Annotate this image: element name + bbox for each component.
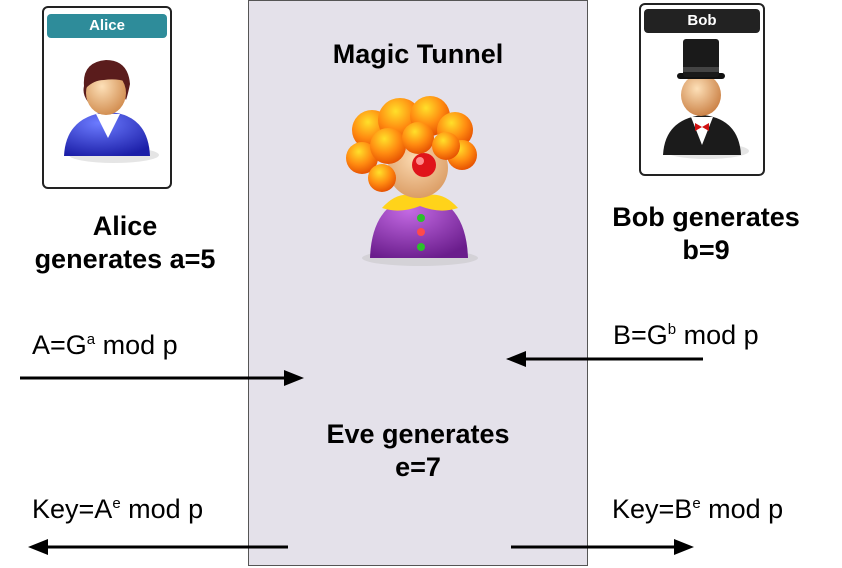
bob-public-formula: B=Gb mod p <box>613 320 759 350</box>
bob-caption-line2: b=9 <box>682 235 730 265</box>
woman-user-icon <box>64 60 159 163</box>
bob-caption: Bob generates b=9 <box>590 201 822 267</box>
tunnel-title: Magic Tunnel <box>332 39 504 69</box>
alice-public-formula: A=Ga mod p <box>32 330 178 360</box>
eve-caption: Eve generates e=7 <box>248 418 588 484</box>
bob-caption-line1: Bob generates <box>612 202 800 232</box>
eve-caption-line1: Eve generates <box>326 419 510 449</box>
alice-key-formula: Key=Ae mod p <box>32 494 204 524</box>
bob-card-label: Bob <box>644 9 760 33</box>
alice-card: Alice <box>42 6 172 189</box>
alice-caption: Alice generates a=5 <box>0 210 250 276</box>
bob-key-formula: Key=Be mod p <box>612 494 784 524</box>
top-hat-man-icon <box>663 39 749 159</box>
bob-card: Bob <box>639 3 765 176</box>
alice-caption-line1: Alice <box>92 211 158 241</box>
magic-tunnel-box <box>248 0 588 566</box>
eve-caption-line2: e=7 <box>395 452 441 482</box>
alice-caption-line2: generates a=5 <box>34 244 216 274</box>
alice-card-label: Alice <box>47 14 167 38</box>
